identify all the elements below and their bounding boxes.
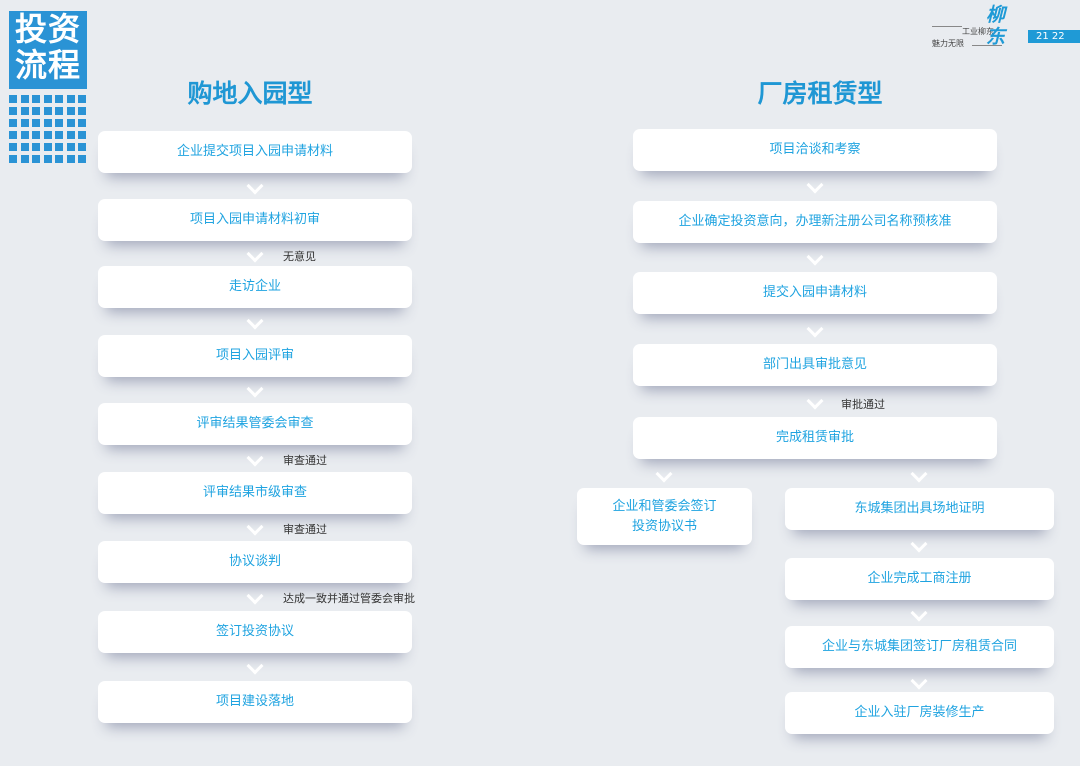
flow-note: 无意见 bbox=[283, 250, 316, 263]
logo-line1: 投资 bbox=[14, 10, 81, 48]
right-step: 部门出具审批意见 bbox=[633, 344, 997, 386]
left-step: 项目建设落地 bbox=[98, 681, 412, 723]
left-step: 项目入园申请材料初审 bbox=[98, 199, 412, 241]
chevron-down-icon bbox=[246, 177, 264, 195]
right-step: 完成租赁审批 bbox=[633, 417, 997, 459]
branch-a-line: 企业和管委会签订 bbox=[612, 498, 717, 514]
flow-note: 审批通过 bbox=[841, 398, 885, 411]
branch-b-step: 企业入驻厂房装修生产 bbox=[785, 692, 1054, 734]
flow-note: 审查通过 bbox=[283, 454, 327, 467]
left-step: 签订投资协议 bbox=[98, 611, 412, 653]
left-step: 项目入园评审 bbox=[98, 335, 412, 377]
flow-note: 达成一致并通过管委会审批 bbox=[283, 592, 415, 605]
chevron-down-icon bbox=[246, 518, 264, 536]
left-step: 评审结果管委会审查 bbox=[98, 403, 412, 445]
branch-b-step: 企业与东城集团签订厂房租赁合同 bbox=[785, 626, 1054, 668]
chevron-down-icon bbox=[806, 320, 824, 338]
chevron-down-icon bbox=[910, 672, 928, 690]
chevron-down-icon bbox=[910, 535, 928, 553]
chevron-down-icon bbox=[246, 449, 264, 467]
chevron-down-icon bbox=[806, 248, 824, 266]
tagline1: 工业柳东 bbox=[962, 27, 994, 36]
tagline2: 魅力无限 bbox=[932, 39, 964, 48]
right-step: 提交入园申请材料 bbox=[633, 272, 997, 314]
right-step: 企业确定投资意向，办理新注册公司名称预核准 bbox=[633, 201, 997, 243]
chevron-down-icon bbox=[246, 312, 264, 330]
logo-line2: 流程 bbox=[14, 46, 81, 84]
left-step: 协议谈判 bbox=[98, 541, 412, 583]
decorative-grid bbox=[9, 95, 89, 163]
flow-note: 审查通过 bbox=[283, 523, 327, 536]
brand: 柳东 bbox=[986, 4, 1006, 48]
chevron-down-icon bbox=[910, 465, 928, 483]
page-numbers: 21 22 bbox=[1028, 30, 1080, 43]
header-brand: 工业柳东 魅力无限 柳东 21 22 bbox=[920, 0, 1080, 60]
chevron-down-icon bbox=[246, 245, 264, 263]
right-step: 项目洽谈和考察 bbox=[633, 129, 997, 171]
chevron-down-icon bbox=[246, 380, 264, 398]
right-title: 厂房租赁型 bbox=[757, 79, 883, 108]
branch-b-step: 企业完成工商注册 bbox=[785, 558, 1054, 600]
chevron-down-icon bbox=[655, 465, 673, 483]
left-step: 企业提交项目入园申请材料 bbox=[98, 131, 412, 173]
logo: 投资流程 bbox=[9, 11, 87, 89]
left-step: 走访企业 bbox=[98, 266, 412, 308]
branch-a-step: 企业和管委会签订投资协议书 bbox=[577, 488, 752, 545]
chevron-down-icon bbox=[246, 657, 264, 675]
branch-a-line: 投资协议书 bbox=[631, 518, 697, 534]
chevron-down-icon bbox=[246, 587, 264, 605]
chevron-down-icon bbox=[910, 604, 928, 622]
left-title: 购地入园型 bbox=[187, 79, 313, 108]
chevron-down-icon bbox=[806, 392, 824, 410]
branch-b-step: 东城集团出具场地证明 bbox=[785, 488, 1054, 530]
left-step: 评审结果市级审查 bbox=[98, 472, 412, 514]
chevron-down-icon bbox=[806, 176, 824, 194]
